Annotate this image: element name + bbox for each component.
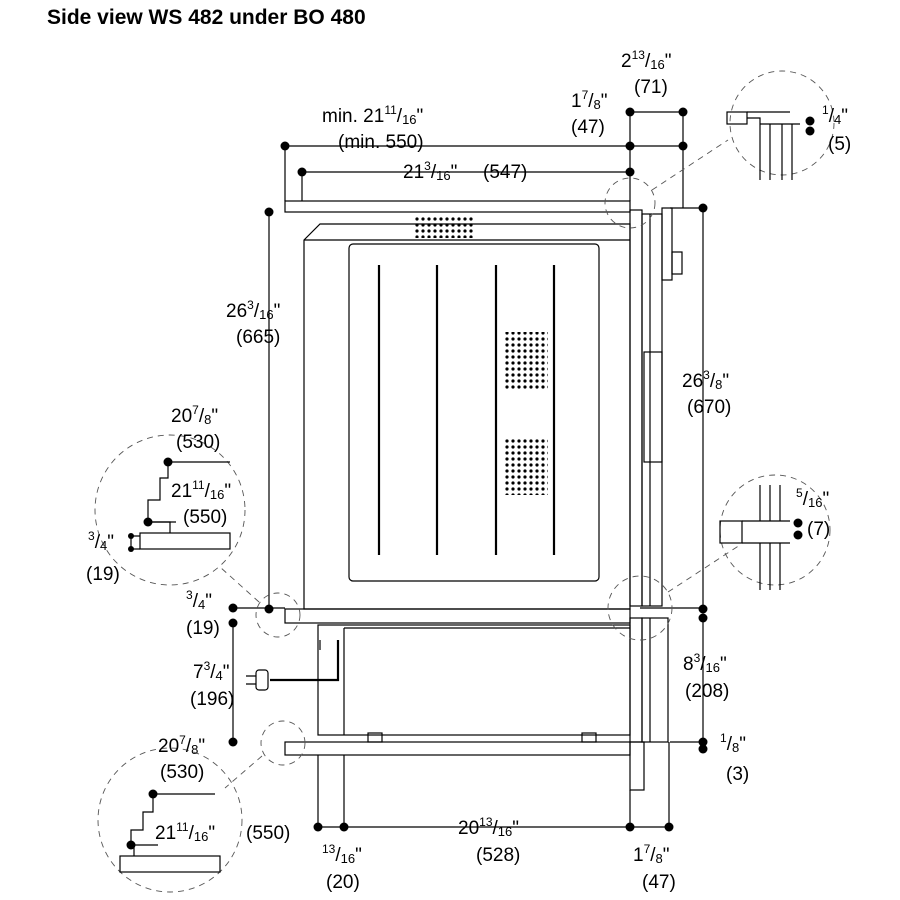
top-depth-mm-label: (547)	[483, 162, 527, 183]
top-depth-inch-label: 213/16"	[403, 159, 457, 183]
oven-door	[629, 207, 683, 607]
detail-left-upper	[94, 434, 301, 638]
drawer-height-right-mm-label: (208)	[685, 681, 729, 702]
bottom-gap-inch-label: 1/8"	[720, 731, 746, 755]
door-offset-top-mm-label: (47)	[571, 117, 605, 138]
detail-thickness-inch-label: 3/4"	[88, 529, 114, 553]
detail-cab-upper-b-inch-label: 2111/16"	[171, 478, 231, 502]
detail-cab-lower-a-mm-label: (530)	[160, 762, 204, 783]
door-offset-bottom-inch-label: 17/8"	[633, 842, 670, 866]
top-cabinet-panel	[284, 200, 631, 213]
top-depth-min-inch-label: min. 2111/16"	[322, 103, 423, 127]
detail-gap-middle-mm-label: (7)	[807, 519, 830, 540]
oven-height-right-inch-label: 263/8"	[682, 368, 729, 392]
warming-drawer-body	[317, 624, 631, 743]
detail-cab-upper-b-mm-label: (550)	[183, 507, 227, 528]
detail-gap-top-inch-label: 1/4"	[822, 103, 848, 127]
detail-top-right	[604, 70, 835, 229]
bottom-depth-mm-label: (528)	[476, 845, 520, 866]
drawer-height-right-inch-label: 83/16"	[683, 651, 727, 675]
door-offset-bottom-mm-label: (47)	[642, 872, 676, 893]
oven-height-right-mm-label: (670)	[687, 397, 731, 418]
plug-icon	[255, 669, 269, 691]
detail-middle-right	[607, 474, 831, 641]
detail-thickness-mm-label: (19)	[86, 564, 120, 585]
dimension-markers	[228, 107, 708, 832]
page-title: Side view WS 482 under BO 480	[47, 6, 366, 29]
dimension-labels: min. 2111/16" (min. 550) 213/16" (547) 17/8"…	[86, 48, 851, 893]
drawer-height-left-inch-label: 73/4"	[193, 659, 230, 683]
detail-gap-middle-inch-label: 5/16"	[796, 486, 829, 510]
detail-cab-upper-a-inch-label: 207/8"	[171, 403, 218, 427]
middle-shelf-panel	[284, 608, 631, 624]
bottom-shelf-panel	[284, 741, 631, 756]
bottom-gap-mm-label: (3)	[726, 764, 749, 785]
oven-height-left-mm-label: (665)	[236, 327, 280, 348]
detail-cab-lower-a-inch-label: 207/8"	[158, 733, 205, 757]
door-offset-top-inch-label: 17/8"	[571, 88, 608, 112]
side-vent-grille-upper	[503, 332, 548, 390]
detail-cab-upper-a-mm-label: (530)	[176, 432, 220, 453]
shelf-thickness-mm-label: (19)	[186, 618, 220, 639]
bottom-front-offset-mm-label: (20)	[326, 872, 360, 893]
detail-cab-lower-b-inch-label: 2111/16"	[155, 820, 215, 844]
top-vent-grille	[415, 216, 475, 238]
oven-body	[303, 216, 631, 610]
side-vent-grille-lower	[503, 437, 548, 495]
bottom-depth-inch-label: 2013/16"	[458, 815, 519, 839]
handle-depth-top-mm-label: (71)	[634, 77, 668, 98]
bottom-front-offset-inch-label: 13/16"	[322, 842, 362, 866]
oven-height-left-inch-label: 263/16"	[226, 298, 280, 322]
warming-drawer-front	[629, 617, 669, 791]
drawer-height-left-mm-label: (196)	[190, 689, 234, 710]
detail-gap-top-mm-label: (5)	[828, 134, 851, 155]
top-depth-min-mm-label: (min. 550)	[338, 132, 424, 153]
shelf-thickness-inch-label: 3/4"	[186, 588, 212, 612]
detail-left-lower	[97, 720, 306, 893]
detail-cab-lower-b-mm-label: (550)	[246, 823, 290, 844]
dimension-lines	[232, 111, 704, 828]
power-cord	[246, 640, 340, 691]
handle-depth-top-inch-label: 213/16"	[621, 48, 671, 72]
